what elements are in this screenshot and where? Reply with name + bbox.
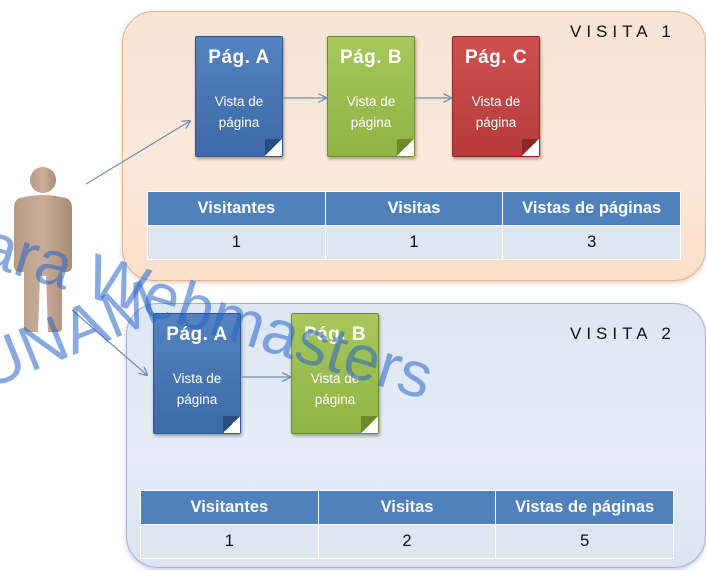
visit-2-label: VISITA 2 — [570, 324, 676, 343]
visit-2-page-b: Pág. B Vista de página — [291, 313, 379, 434]
cell-visitas: 1 — [324, 225, 504, 260]
column-header-visitantes: Visitantes — [147, 191, 326, 226]
page-body: Vista de página — [310, 371, 360, 407]
visit-1-page-c: Pág. C Vista de página — [452, 36, 540, 157]
cell-vistas: 5 — [495, 524, 674, 559]
page-body: Vista de página — [214, 94, 264, 130]
visit-2-stats-table: Visitantes Visitas Vistas de páginas 1 2… — [140, 490, 674, 559]
table-header-row: Visitantes Visitas Vistas de páginas — [147, 191, 681, 226]
page-body: Vista de página — [346, 94, 396, 130]
page-title: Pág. C — [464, 47, 528, 68]
page-title: Pág. B — [339, 47, 403, 68]
table-row: 1 1 3 — [147, 225, 681, 260]
page-title: Pág. B — [303, 324, 367, 345]
cell-visitantes: 1 — [147, 225, 326, 260]
page-body: Vista de página — [172, 371, 222, 407]
visitor-to-visit-1-arrow — [85, 121, 190, 185]
table-row: 1 2 5 — [140, 524, 674, 559]
folded-corner — [223, 416, 240, 433]
page-body: Vista de página — [471, 94, 521, 130]
page-title: Pág. A — [208, 47, 270, 68]
column-header-visitas: Visitas — [324, 191, 504, 226]
visit-1-page-b: Pág. B Vista de página — [327, 36, 415, 157]
folded-corner — [522, 139, 539, 156]
folded-corner — [397, 139, 414, 156]
table-header-row: Visitantes Visitas Vistas de páginas — [140, 490, 674, 525]
visit-2-page-a: Pág. A Vista de página — [153, 313, 241, 434]
cell-visitas: 2 — [317, 524, 497, 559]
column-header-visitantes: Visitantes — [140, 490, 319, 525]
visitor-to-visit-2-arrow — [71, 309, 147, 375]
visit-1-stats-table: Visitantes Visitas Vistas de páginas 1 1… — [147, 191, 681, 260]
column-header-visitas: Visitas — [317, 490, 497, 525]
cell-vistas: 3 — [502, 225, 681, 260]
page-title: Pág. A — [166, 324, 228, 345]
visit-1-label: VISITA 1 — [570, 22, 676, 41]
column-header-vistas: Vistas de páginas — [495, 490, 674, 525]
folded-corner — [361, 416, 378, 433]
column-header-vistas: Vistas de páginas — [502, 191, 681, 226]
cell-visitantes: 1 — [140, 524, 319, 559]
person-icon — [14, 167, 72, 332]
visit-1-page-a: Pág. A Vista de página — [195, 36, 283, 157]
folded-corner — [265, 139, 282, 156]
